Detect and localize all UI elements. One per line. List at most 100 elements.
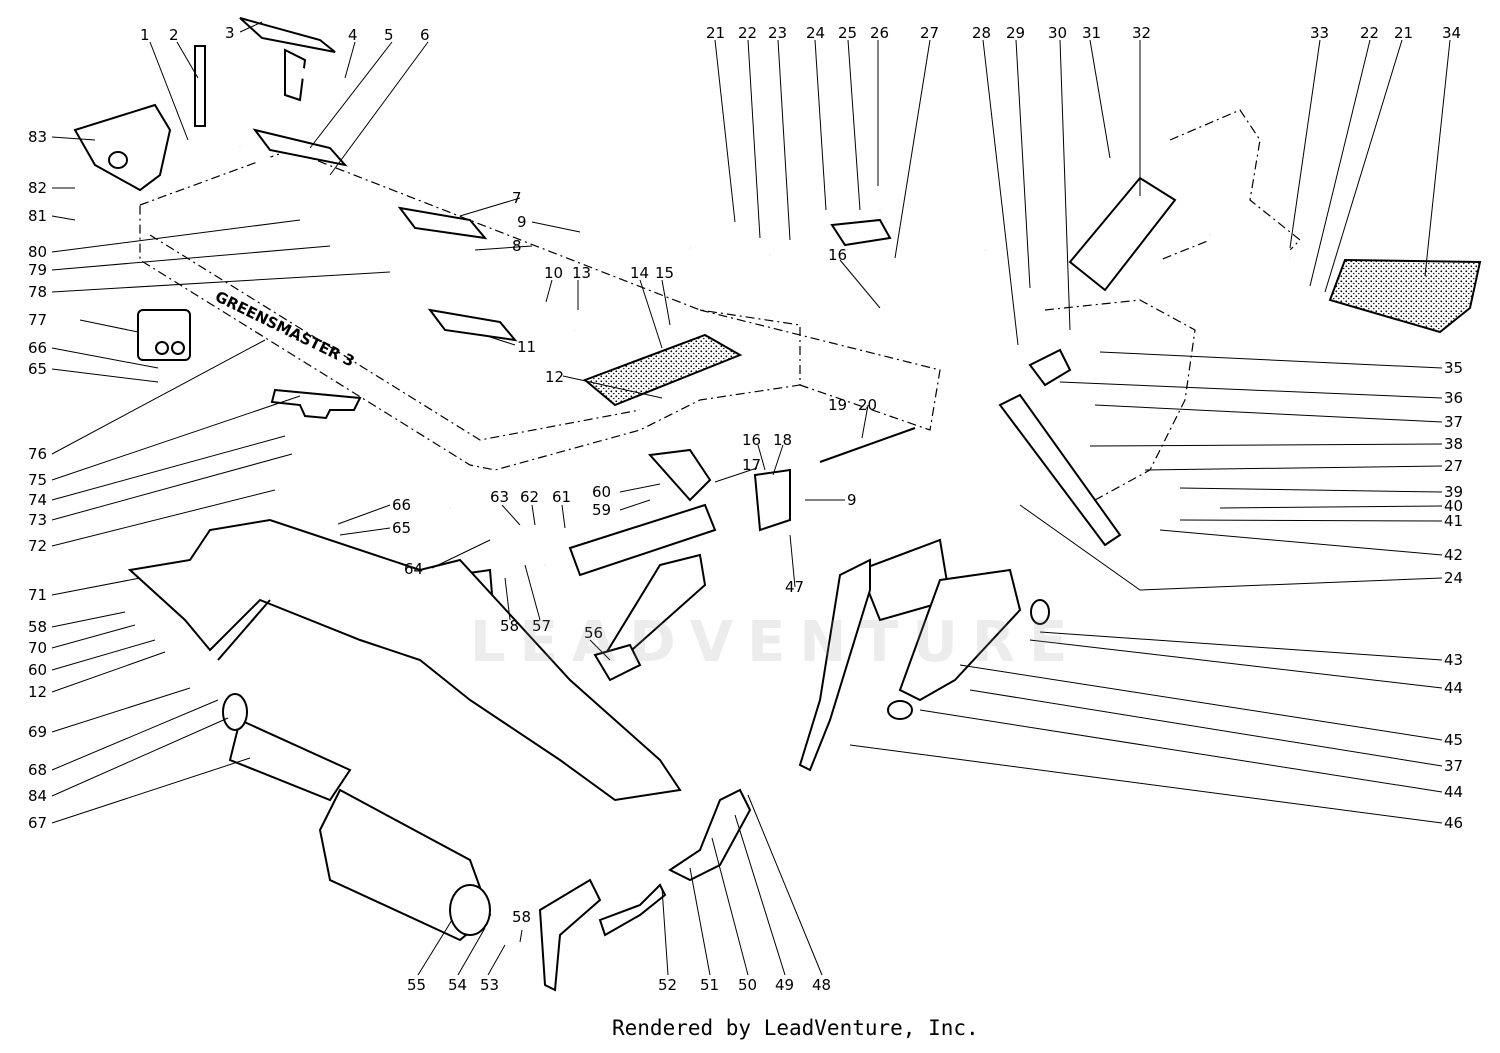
callout-20: 20 <box>858 396 877 414</box>
callout-66: 66 <box>28 339 47 357</box>
callout-24b: 24 <box>1444 569 1463 587</box>
callout-28: 28 <box>972 24 991 42</box>
callout-75: 75 <box>28 471 47 489</box>
watermark: LEADVENTURE <box>470 610 1082 675</box>
callout-26: 26 <box>870 24 889 42</box>
pedal-assembly <box>73 17 693 342</box>
steering-arm <box>798 538 1050 772</box>
pedal-pad-34 <box>1328 258 1482 334</box>
callout-22b: 22 <box>1360 24 1379 42</box>
callout-65: 65 <box>28 360 47 378</box>
pedal-pad-5 <box>252 128 348 167</box>
callout-10: 10 <box>544 264 563 282</box>
callout-41: 41 <box>1444 512 1463 530</box>
callout-34: 34 <box>1442 24 1461 42</box>
callout-40: 40 <box>1444 497 1463 515</box>
spring-50 <box>668 788 752 882</box>
callout-84: 84 <box>28 787 47 805</box>
callout-19: 19 <box>828 396 847 414</box>
callout-50: 50 <box>738 976 757 994</box>
callout-82: 82 <box>28 179 47 197</box>
callout-55: 55 <box>407 976 426 994</box>
callout-59: 59 <box>592 501 611 519</box>
callout-23: 23 <box>768 24 787 42</box>
callout-22: 22 <box>738 24 757 42</box>
callout-52: 52 <box>658 976 677 994</box>
callout-76: 76 <box>28 445 47 463</box>
callout-38: 38 <box>1444 435 1463 453</box>
callout-21: 21 <box>706 24 725 42</box>
callout-66b: 66 <box>392 496 411 514</box>
callout-74: 74 <box>28 491 47 509</box>
pedal-pad-3 <box>239 17 336 53</box>
callout-69: 69 <box>28 723 47 741</box>
callout-27b: 27 <box>1444 457 1463 475</box>
callout-36: 36 <box>1444 389 1463 407</box>
knuckle-45 <box>898 568 1022 702</box>
callout-63: 63 <box>490 488 509 506</box>
render-credit: Rendered by LeadVenture, Inc. <box>612 1016 979 1040</box>
link-38 <box>998 393 1122 547</box>
callout-47: 47 <box>785 578 804 596</box>
callout-46: 46 <box>1444 814 1463 832</box>
callout-37: 37 <box>1444 413 1463 431</box>
callout-72: 72 <box>28 537 47 555</box>
callout-33: 33 <box>1310 24 1329 42</box>
callout-31: 31 <box>1082 24 1101 42</box>
callout-35: 35 <box>1444 359 1463 377</box>
clevis-56 <box>593 643 642 682</box>
callout-67: 67 <box>28 814 47 832</box>
callout-9: 9 <box>517 213 527 231</box>
greensmaster-decal: GREENSMASTER 3 <box>212 287 357 370</box>
callout-2: 2 <box>169 26 179 44</box>
callout-48: 48 <box>812 976 831 994</box>
callout-13: 13 <box>572 264 591 282</box>
mounting-plate <box>270 388 362 420</box>
callout-37b: 37 <box>1444 757 1463 775</box>
bracket-83 <box>73 103 172 192</box>
callout-6: 6 <box>420 26 430 44</box>
bracket-25 <box>830 218 892 247</box>
callout-73: 73 <box>28 511 47 529</box>
callout-8: 8 <box>512 237 522 255</box>
callout-30: 30 <box>1048 24 1067 42</box>
callout-21b: 21 <box>1394 24 1413 42</box>
callout-3: 3 <box>225 24 235 42</box>
callout-42: 42 <box>1444 546 1463 564</box>
cylinder-32 <box>1068 176 1177 292</box>
callout-11: 11 <box>517 338 536 356</box>
callout-9b: 9 <box>847 491 857 509</box>
callout-24: 24 <box>806 24 825 42</box>
callout-12: 12 <box>545 368 564 386</box>
callout-14: 14 <box>630 264 649 282</box>
callout-70: 70 <box>28 639 47 657</box>
callout-16b: 16 <box>742 431 761 449</box>
floor-mat <box>583 333 743 407</box>
callout-78: 78 <box>28 283 47 301</box>
callout-77: 77 <box>28 311 47 329</box>
callout-49: 49 <box>775 976 794 994</box>
callout-79: 79 <box>28 261 47 279</box>
callout-62: 62 <box>520 488 539 506</box>
callout-60b: 60 <box>28 661 47 679</box>
callout-1: 1 <box>140 26 150 44</box>
callout-60: 60 <box>592 483 611 501</box>
front-roller-assembly <box>127 518 752 992</box>
pedal-pad-7 <box>397 206 488 240</box>
callout-43: 43 <box>1444 651 1463 669</box>
callout-53: 53 <box>480 976 499 994</box>
lever-2 <box>194 45 206 127</box>
bracket-18 <box>753 468 791 532</box>
callout-51: 51 <box>700 976 719 994</box>
callout-44b: 44 <box>1444 783 1463 801</box>
callout-44: 44 <box>1444 679 1463 697</box>
callout-58b: 58 <box>28 618 47 636</box>
roller-67 <box>228 718 352 802</box>
callout-81: 81 <box>28 207 47 225</box>
callout-32: 32 <box>1132 24 1151 42</box>
callout-57: 57 <box>532 617 551 635</box>
callout-17: 17 <box>742 456 761 474</box>
callout-5: 5 <box>384 26 394 44</box>
callout-29: 29 <box>1006 24 1025 42</box>
